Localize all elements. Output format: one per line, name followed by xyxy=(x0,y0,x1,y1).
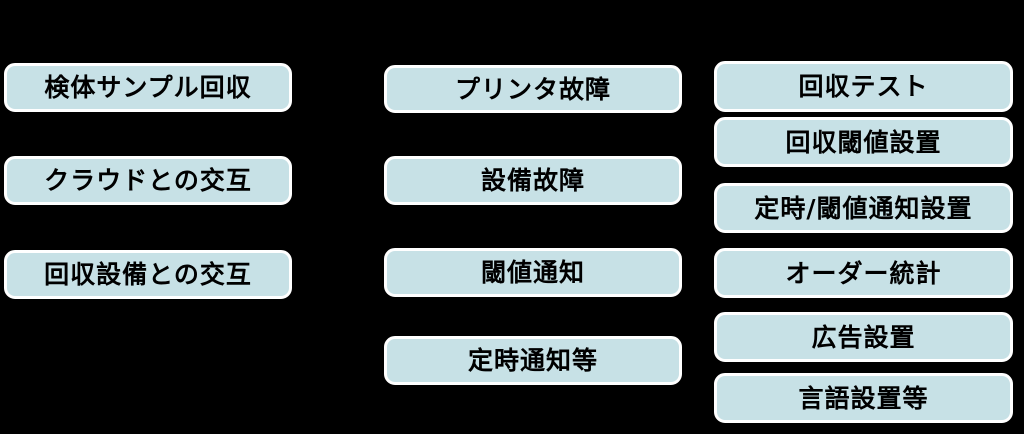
box-label: 設備故障 xyxy=(480,166,585,195)
box-scheduled-threshold-notification-setting: 定時/閾値通知設置 xyxy=(714,183,1013,233)
box-cloud-interaction: クラウドとの交互 xyxy=(4,156,292,205)
box-label: 回収閾値設置 xyxy=(785,127,942,157)
box-scheduled-notification: 定時通知等 xyxy=(384,336,682,385)
box-order-statistics: オーダー統計 xyxy=(714,248,1013,298)
box-label: クラウドとの交互 xyxy=(44,166,252,195)
box-label: 定時/閾値通知設置 xyxy=(754,193,973,223)
box-language-setting: 言語設置等 xyxy=(714,373,1013,423)
box-label: 回収設備との交互 xyxy=(44,260,252,289)
box-threshold-notification: 閾値通知 xyxy=(384,248,682,297)
box-collection-device-interaction: 回収設備との交互 xyxy=(4,250,292,299)
box-collection-threshold-setting: 回収閾値設置 xyxy=(714,117,1013,167)
box-label: プリンタ故障 xyxy=(454,74,611,104)
box-printer-failure: プリンタ故障 xyxy=(384,65,682,113)
box-label: オーダー統計 xyxy=(785,258,942,288)
box-label: 言語設置等 xyxy=(798,383,929,413)
box-label: 広告設置 xyxy=(811,322,916,352)
box-label: 定時通知等 xyxy=(467,346,598,375)
box-label: 検体サンプル回収 xyxy=(44,73,252,102)
box-label: 回収テスト xyxy=(798,72,929,101)
box-label: 閾値通知 xyxy=(480,258,585,287)
box-advertisement-setting: 広告設置 xyxy=(714,312,1013,362)
box-equipment-failure: 設備故障 xyxy=(384,156,682,205)
box-specimen-sample-collection: 検体サンプル回収 xyxy=(4,63,292,112)
box-collection-test: 回収テスト xyxy=(714,61,1013,112)
